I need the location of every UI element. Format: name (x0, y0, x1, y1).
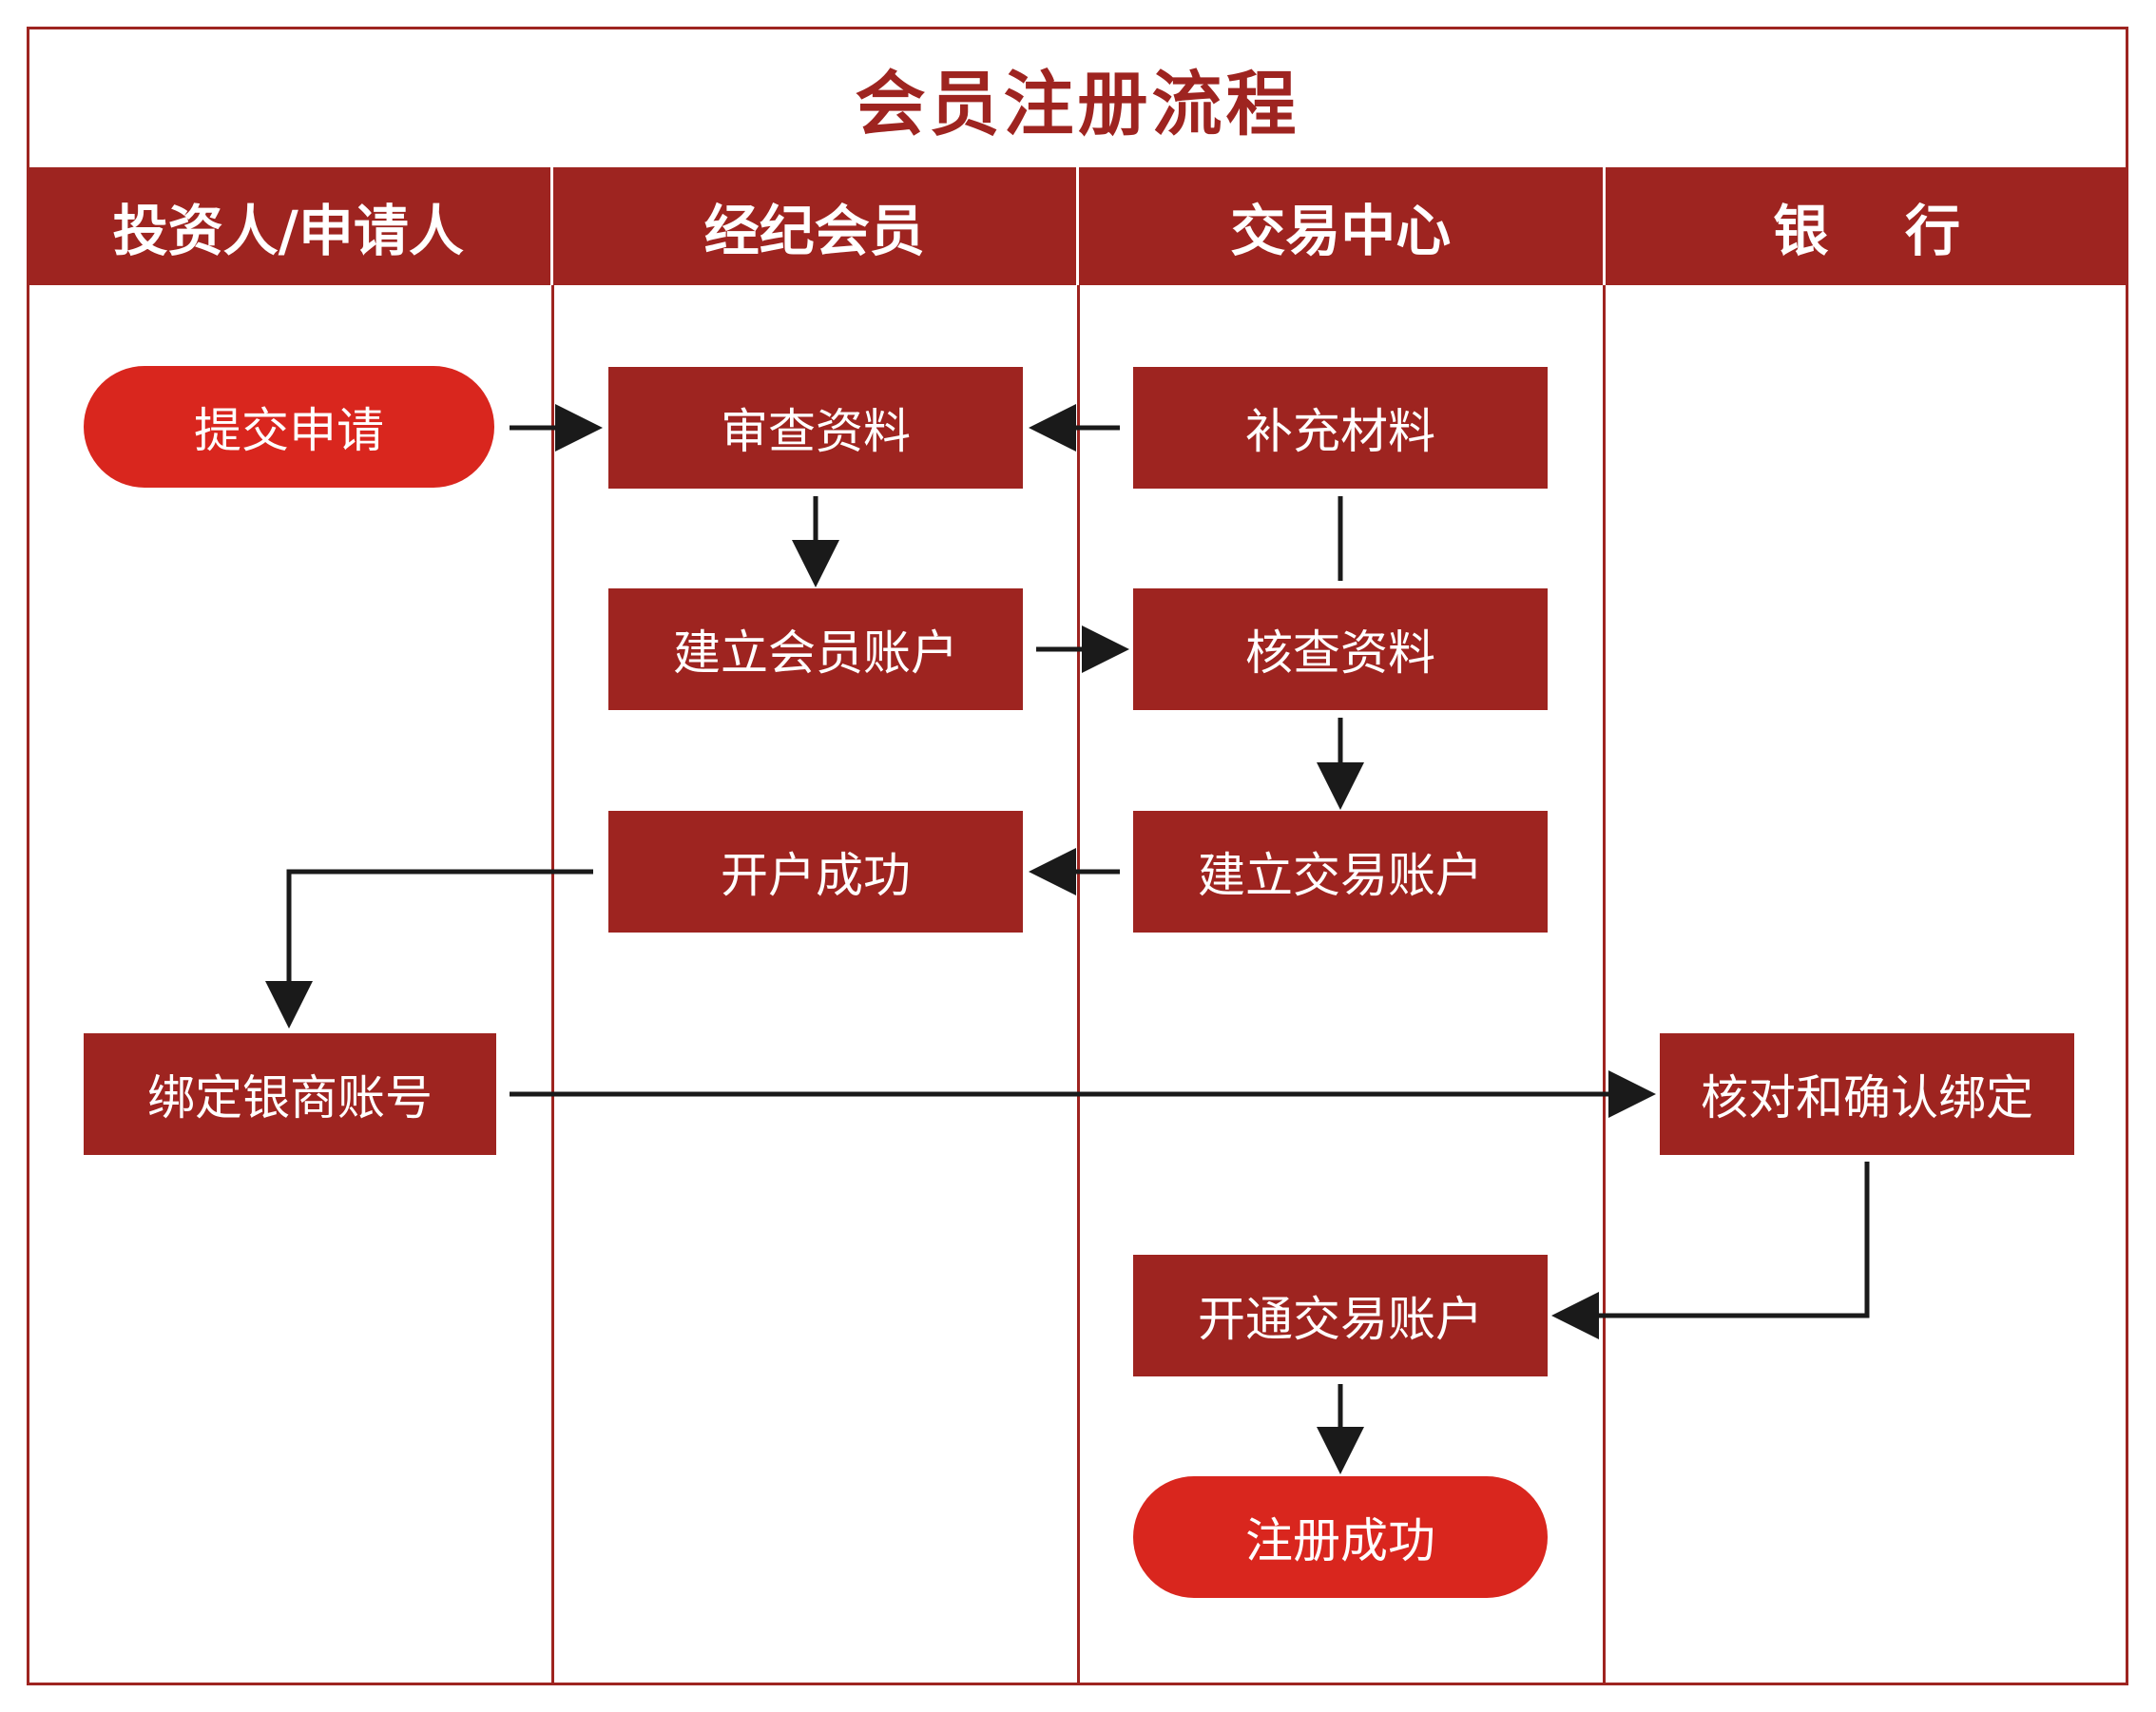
node-submit-application: 提交申请 (84, 366, 494, 488)
lane-divider (551, 285, 554, 1685)
diagram-title: 会员注册流程 (855, 63, 1300, 145)
node-verify-documents: 核查资料 (1133, 588, 1548, 710)
lane-header-exchange: 交易中心 (1079, 167, 1606, 285)
node-supplement-materials: 补充材料 (1133, 367, 1548, 489)
connector-open_success-to-bind_bank (265, 869, 593, 1029)
node-create-trading-account: 建立交易账户 (1133, 811, 1548, 933)
node-activate-trading-account: 开通交易账户 (1133, 1255, 1548, 1376)
lane-header-bank: 银 行 (1773, 199, 1961, 263)
node-confirm-binding: 核对和确认绑定 (1660, 1033, 2074, 1155)
connector-confirm_bind-to-activate (1551, 1162, 1870, 1339)
lane-header-broker: 经纪会员 (553, 167, 1079, 285)
lane-header-investor: 投资人/申请人 (27, 167, 553, 285)
lane-divider (1603, 285, 1606, 1685)
lane-divider (1077, 285, 1080, 1685)
lane-header-row: 投资人/申请人 经纪会员 交易中心 银 行 (27, 167, 2128, 285)
node-bind-bank-account: 绑定银商账号 (84, 1033, 496, 1155)
node-create-member-account: 建立会员账户 (608, 588, 1023, 710)
node-review-documents: 审查资料 (608, 367, 1023, 489)
node-account-opened: 开户成功 (608, 811, 1023, 933)
title-area: 会员注册流程 (29, 29, 2126, 166)
node-registration-success: 注册成功 (1133, 1476, 1548, 1598)
